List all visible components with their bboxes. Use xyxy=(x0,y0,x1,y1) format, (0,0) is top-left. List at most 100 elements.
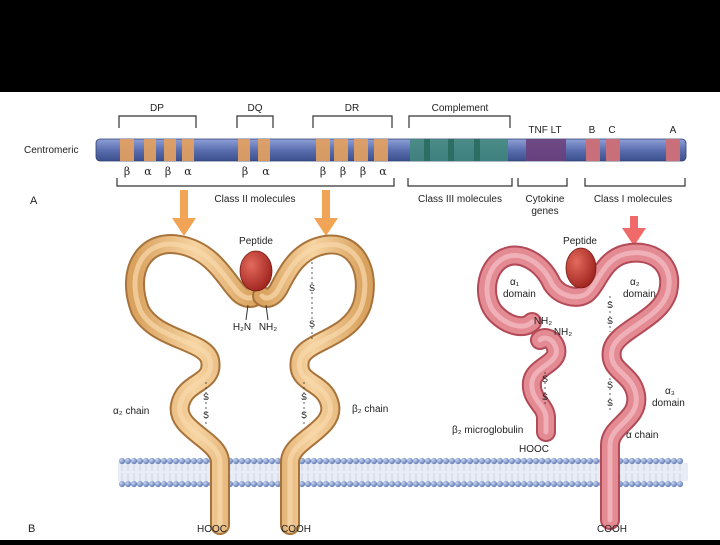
lipid-head-top xyxy=(652,457,660,465)
group-label-class-iii: Class III molecules xyxy=(418,194,502,205)
alpha2-domain-label-2: domain xyxy=(623,289,656,300)
class-ii-s-1: S xyxy=(309,283,315,293)
lipid-head-bottom xyxy=(658,480,666,488)
class-ii-peptide xyxy=(239,250,273,292)
lipid-head-bottom xyxy=(430,480,438,488)
lipid-head-bottom xyxy=(544,480,552,488)
lipid-head-bottom xyxy=(310,480,318,488)
lipid-head-top xyxy=(250,457,258,465)
lipid-head-bottom xyxy=(664,480,672,488)
dr-subunit-2: β xyxy=(340,165,346,178)
lipid-head-top xyxy=(454,457,462,465)
lipid-head-bottom xyxy=(466,480,474,488)
lipid-head-bottom xyxy=(646,480,654,488)
lipid-head-top xyxy=(526,457,534,465)
arrow-class-ii-left xyxy=(172,190,196,236)
lipid-head-bottom xyxy=(298,480,306,488)
lipid-head-bottom xyxy=(334,480,342,488)
lipid-head-bottom xyxy=(136,480,144,488)
class-ii-alpha-chain-label: α₂ chain xyxy=(113,406,149,417)
lipid-head-top xyxy=(322,457,330,465)
lipid-head-top xyxy=(340,457,348,465)
lipid-head-top xyxy=(268,457,276,465)
lipid-head-bottom xyxy=(436,480,444,488)
lipid-head-bottom xyxy=(406,480,414,488)
lipid-head-top xyxy=(274,457,282,465)
lipid-head-bottom xyxy=(238,480,246,488)
lipid-head-top xyxy=(346,457,354,465)
lipid-head-top xyxy=(466,457,474,465)
arrow-class-ii-right xyxy=(314,190,338,236)
lipid-head-top xyxy=(310,457,318,465)
class-i-nh2-label-a: NH₂ xyxy=(534,316,552,327)
lipid-head-bottom xyxy=(568,480,576,488)
lipid-head-top xyxy=(538,457,546,465)
lipid-head-top xyxy=(160,457,168,465)
lipid-head-top xyxy=(574,457,582,465)
lipid-head-bottom xyxy=(346,480,354,488)
lipid-head-top xyxy=(118,457,126,465)
dr-subunit-3: β xyxy=(360,165,366,178)
lipid-head-bottom xyxy=(586,480,594,488)
class-i-s-4: S xyxy=(542,392,548,402)
lipid-head-bottom xyxy=(268,480,276,488)
lipid-head-top xyxy=(520,457,528,465)
lipid-head-bottom xyxy=(124,480,132,488)
lipid-head-bottom xyxy=(394,480,402,488)
lipid-head-bottom xyxy=(442,480,450,488)
lipid-head-bottom xyxy=(118,480,126,488)
dp-subunit-1: β xyxy=(124,165,130,178)
class-i-peptide-label: Peptide xyxy=(563,236,597,247)
lipid-head-bottom xyxy=(352,480,360,488)
lipid-head-top xyxy=(418,457,426,465)
region-label-c: C xyxy=(608,125,615,136)
centromeric-label: Centromeric xyxy=(24,145,78,156)
class-ii-hooc-label: HOOC xyxy=(197,524,227,535)
lipid-head-top xyxy=(424,457,432,465)
lipid-head-top xyxy=(670,457,678,465)
lipid-head-top xyxy=(400,457,408,465)
lipid-head-bottom xyxy=(322,480,330,488)
class-ii-s-5: S xyxy=(301,392,307,402)
class-ii-h2n-label: H₂N xyxy=(233,322,251,333)
lipid-head-top xyxy=(490,457,498,465)
alpha2-domain-label-1: α₂ xyxy=(630,277,640,288)
lipid-head-bottom xyxy=(454,480,462,488)
class-ii-beta-chain-label: β₂ chain xyxy=(352,404,388,415)
lipid-head-bottom xyxy=(202,480,210,488)
lipid-head-top xyxy=(232,457,240,465)
lipid-head-bottom xyxy=(508,480,516,488)
class-i-s-5: S xyxy=(607,380,613,390)
dq-subunit-2: α xyxy=(262,165,270,178)
lipid-head-top xyxy=(382,457,390,465)
lipid-head-bottom xyxy=(244,480,252,488)
lipid-head-top xyxy=(622,457,630,465)
lipid-head-top xyxy=(370,457,378,465)
class-ii-s-6: S xyxy=(301,410,307,420)
lipid-head-bottom xyxy=(448,480,456,488)
dp-subunit-2: α xyxy=(144,165,152,178)
lipid-head-top xyxy=(430,457,438,465)
lipid-head-bottom xyxy=(532,480,540,488)
lipid-head-top xyxy=(556,457,564,465)
lipid-head-top xyxy=(460,457,468,465)
lipid-head-top xyxy=(172,457,180,465)
group-label-cytokine-1: Cytokine xyxy=(526,194,565,205)
class-i-molecule xyxy=(477,242,680,530)
lipid-head-bottom xyxy=(160,480,168,488)
lipid-head-bottom xyxy=(424,480,432,488)
lipid-head-top xyxy=(148,457,156,465)
class-ii-nh2-label: NH₂ xyxy=(259,322,277,333)
lipid-head-bottom xyxy=(652,480,660,488)
lipid-head-bottom xyxy=(478,480,486,488)
alpha3-domain-label-2: domain xyxy=(652,398,685,409)
lipid-head-top xyxy=(580,457,588,465)
lipid-head-top xyxy=(664,457,672,465)
lipid-head-top xyxy=(442,457,450,465)
lipid-head-bottom xyxy=(250,480,258,488)
lipid-head-bottom xyxy=(460,480,468,488)
lipid-head-bottom xyxy=(496,480,504,488)
lipid-head-top xyxy=(658,457,666,465)
dp-subunit-4: α xyxy=(184,165,192,178)
chromosome-bands xyxy=(120,139,680,161)
